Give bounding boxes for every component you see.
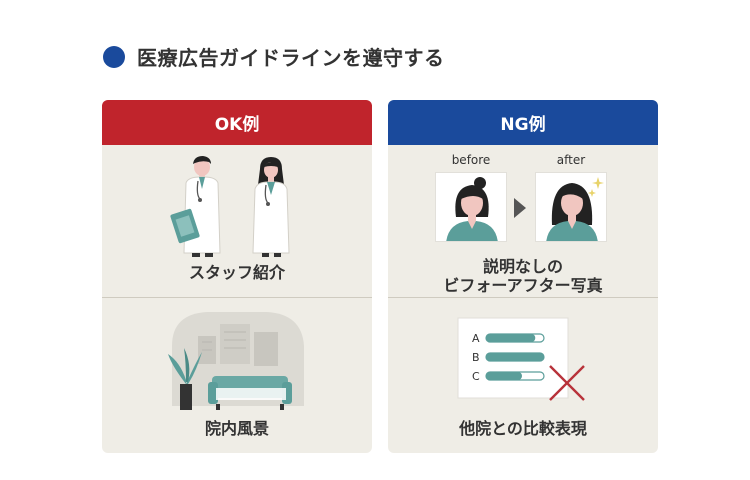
ng-item-before-after: before after: [388, 145, 658, 297]
section-heading: 医療広告ガイドラインを遵守する: [103, 42, 445, 71]
chart-label-c: C: [472, 370, 480, 383]
ng-example-card: NG例 before after: [388, 100, 658, 453]
ok-example-card: OK例 スタッフ紹介: [102, 100, 372, 453]
doctors-illustration-icon: [170, 156, 290, 257]
arrow-right-icon: [514, 198, 526, 218]
ng-before-after-caption-line2: ビフォーアフター写真: [443, 276, 603, 295]
woman-after-icon: [546, 177, 604, 241]
ok-interior-caption: 院内風景: [204, 419, 269, 438]
chart-bar-b-fill: [486, 353, 544, 361]
clinic-interior-illustration-icon: [168, 312, 304, 410]
ok-card-title: OK例: [214, 115, 260, 135]
bullet-dot-icon: [103, 45, 125, 68]
ok-divider: [102, 297, 372, 298]
ok-item-interior: 院内風景: [102, 298, 372, 453]
ng-divider: [388, 297, 658, 298]
after-label: after: [556, 153, 586, 167]
ng-comparison-caption: 他院との比較表現: [459, 419, 587, 438]
ok-card-header: OK例: [102, 100, 372, 145]
ng-before-after-caption-line1: 説明なしの: [482, 257, 563, 276]
woman-before-icon: [446, 177, 498, 241]
ng-card-title: NG例: [500, 115, 546, 135]
comparison-chart-icon: A B C: [457, 317, 585, 401]
chart-bar-a-fill: [486, 334, 536, 342]
cross-line-2: [549, 365, 585, 401]
ok-staff-caption: スタッフ紹介: [188, 263, 285, 282]
before-label: before: [451, 153, 491, 167]
before-photo: [435, 172, 507, 242]
chart-bar-c-fill: [486, 372, 522, 380]
ok-item-staff: スタッフ紹介: [102, 145, 372, 297]
ng-item-comparison: A B C 他院との比較表現: [388, 298, 658, 453]
chart-label-a: A: [472, 332, 480, 345]
chart-label-b: B: [472, 351, 480, 364]
section-title: 医療広告ガイドラインを遵守する: [137, 46, 445, 70]
ng-card-header: NG例: [388, 100, 658, 145]
after-photo: [535, 172, 607, 242]
